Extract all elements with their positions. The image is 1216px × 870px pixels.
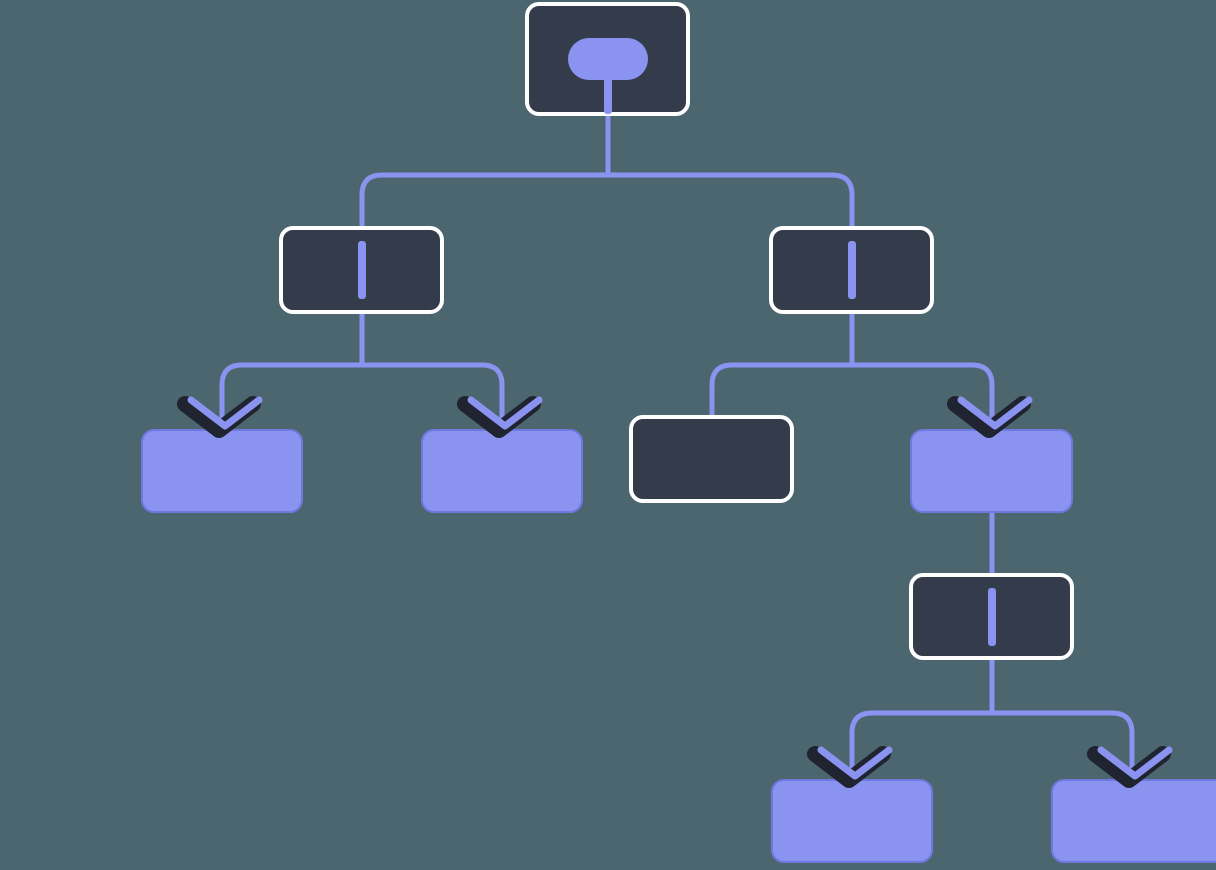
level2-right-bar-mark (848, 241, 856, 299)
root-stem-mark (604, 55, 612, 114)
edge-level2-right-to-empty-node (709, 312, 855, 419)
level5-leaf-b[interactable] (1051, 779, 1216, 863)
arrowhead-layer (177, 396, 1173, 788)
level3-leaf-a[interactable] (141, 429, 303, 513)
edge-level2-left-to-leaf-b (362, 362, 505, 432)
level3-empty-node[interactable] (629, 415, 794, 503)
edge-level4-to-leaf-b (992, 710, 1135, 782)
level4-bar-mark (988, 588, 996, 646)
arrowhead-branch-node (957, 396, 1033, 430)
inner-mark-layer (358, 38, 996, 646)
edge-level2-left-to-leaf-a (219, 312, 365, 432)
arrowhead-leaf-b (467, 396, 543, 430)
edge-layer (219, 55, 1135, 782)
arrowhead-leaf-a (187, 396, 263, 430)
arrowhead-level5-leaf-a (817, 746, 893, 780)
arrowhead-leaf-b-shadow (457, 396, 541, 438)
level5-leaf-a[interactable] (771, 779, 933, 863)
level3-branch-node[interactable] (910, 429, 1073, 513)
edge-root-to-level2-right (608, 172, 855, 312)
arrowhead-leaf-a-shadow (177, 396, 261, 438)
edge-level4-to-leaf-a (849, 658, 995, 782)
level3-leaf-b[interactable] (421, 429, 583, 513)
arrowhead-level5-leaf-b-shadow (1087, 746, 1171, 788)
arrowhead-level5-leaf-b (1097, 746, 1173, 780)
level2-left-bar-mark (358, 241, 366, 299)
edge-level2-right-to-branch-node (852, 362, 995, 432)
node-layer (141, 2, 1216, 863)
arrowhead-level5-leaf-a-shadow (807, 746, 891, 788)
arrowhead-branch-node-shadow (947, 396, 1031, 438)
edge-root-to-level2-left (359, 172, 608, 312)
